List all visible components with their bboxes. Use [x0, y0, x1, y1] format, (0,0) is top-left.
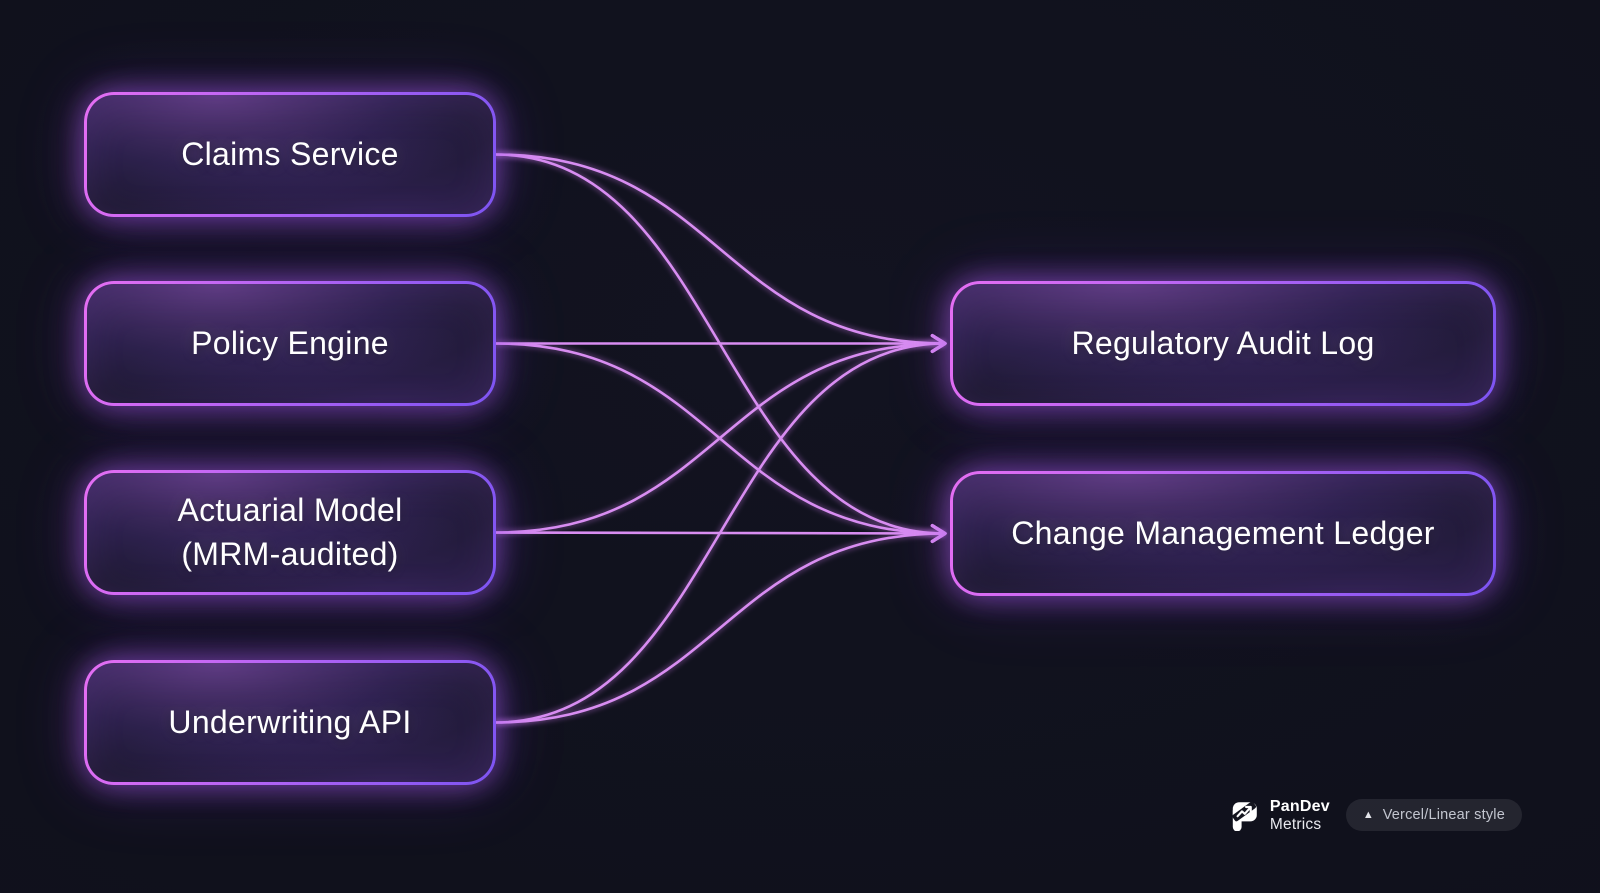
- edge-actuarial-model-to-regulatory-audit-log: [493, 333, 947, 534]
- node-underwriting-api: Underwriting API: [84, 660, 496, 785]
- pandev-logo-icon: [1232, 801, 1257, 832]
- node-label: Policy Engine: [191, 324, 389, 361]
- node-claims-service: Claims Service: [84, 92, 496, 217]
- badge-label: Vercel/Linear style: [1382, 807, 1505, 824]
- node-policy-engine: Policy Engine: [84, 281, 496, 406]
- brand: PanDev Metrics: [1228, 798, 1330, 833]
- node-label: Actuarial Model (MRM-audited): [177, 492, 403, 572]
- brand-name: PanDev: [1269, 797, 1330, 815]
- footer: PanDev Metrics ▲ Vercel/Linear style: [1228, 798, 1522, 833]
- edge-claims-service-to-regulatory-audit-log: [493, 153, 947, 354]
- node-label: Regulatory Audit Log: [1071, 324, 1375, 361]
- node-change-management-ledger: Change Management Ledger: [950, 471, 1496, 596]
- node-actuarial-model: Actuarial Model (MRM-audited): [84, 470, 496, 595]
- edge-underwriting-api-to-regulatory-audit-log: [493, 333, 947, 724]
- edge-underwriting-api-to-change-management-ledger: [493, 523, 947, 724]
- style-badge: ▲ Vercel/Linear style: [1345, 799, 1522, 832]
- brand-subtitle: Metrics: [1269, 815, 1322, 833]
- node-regulatory-audit-log: Regulatory Audit Log: [950, 281, 1496, 406]
- node-label: Underwriting API: [168, 703, 412, 740]
- triangle-icon: ▲: [1362, 808, 1374, 821]
- node-label: Claims Service: [181, 135, 399, 172]
- node-label: Change Management Ledger: [1011, 514, 1435, 551]
